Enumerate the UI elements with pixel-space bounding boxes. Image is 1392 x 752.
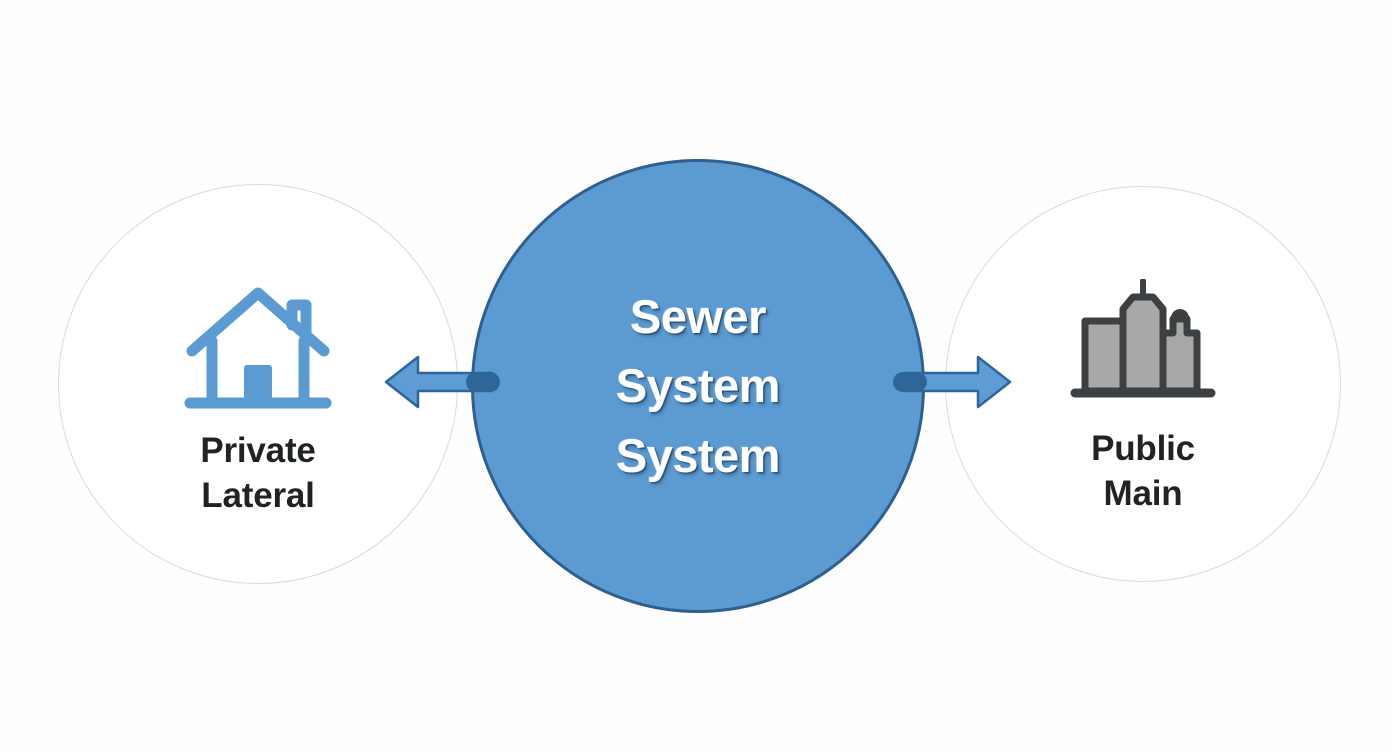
node-label-private-lateral: Private Lateral (200, 431, 316, 515)
hub-label: Sewer System System (615, 289, 781, 482)
node-label-public-main: Public Main (1091, 429, 1195, 513)
node-public-main[interactable]: Public Main (945, 186, 1341, 582)
house-icon (184, 285, 332, 415)
hub-sewer-system[interactable]: Sewer System System (471, 159, 925, 613)
connector-stub-left (466, 372, 500, 392)
connector-stub-right (893, 372, 927, 392)
city-buildings-icon (1069, 279, 1217, 409)
